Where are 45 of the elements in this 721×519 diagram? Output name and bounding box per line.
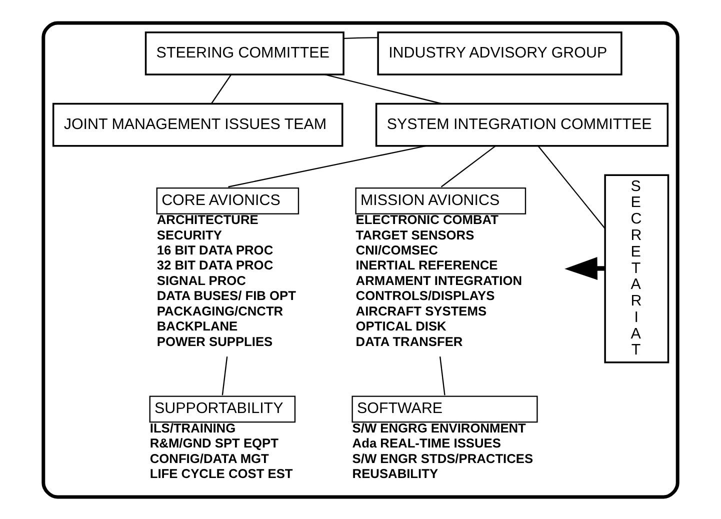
node-label: CNI/COMSEC <box>356 242 438 257</box>
node-label: POWER SUPPLIES <box>156 333 273 348</box>
node-box: INDUSTRY ADVISORY GROUP <box>377 31 622 75</box>
node-label: 32 BIT DATA PROC <box>156 257 274 272</box>
connector <box>228 144 426 187</box>
node-box: MISSION AVIONICS <box>355 186 526 214</box>
node-label: CONFIG/DATA MGT <box>150 450 269 466</box>
node-label: ILS/TRAINING <box>150 420 236 435</box>
node-label: INERTIAL REFERENCE <box>356 257 498 272</box>
node-label: OPTICAL DISK <box>356 318 446 334</box>
connector <box>324 74 442 104</box>
node-box: STEERING COMMITTEE <box>144 31 344 75</box>
connector <box>344 36 378 39</box>
node-label: LIFE CYCLE COST EST <box>150 466 293 480</box>
connector <box>440 144 496 187</box>
node-label: 16 BIT DATA PROC <box>156 242 274 257</box>
arrow <box>564 256 605 280</box>
node-label: S/W ENGR STDS/PRACTICES <box>352 450 534 466</box>
node-label: ARMAMENT INTEGRATION <box>356 272 522 288</box>
node-box: CORE AVIONICS <box>156 186 300 214</box>
node-box: JOINT MANAGEMENT ISSUES TEAM <box>52 102 344 146</box>
node-label: SIGNAL PROC <box>156 272 246 288</box>
node-box: SOFTWARE <box>352 395 538 422</box>
node-label: R&M/GND SPT EQPT <box>150 435 278 450</box>
connector <box>538 145 606 228</box>
connector <box>222 356 228 395</box>
connector <box>439 356 446 395</box>
node-box: SECRETARIAT <box>604 174 670 363</box>
node-label: DATA TRANSFER <box>356 333 463 348</box>
node-label: BACKPLANE <box>156 318 238 334</box>
node-box: SYSTEM INTEGRATION COMMITTEE <box>375 102 669 146</box>
node-label: AIRCRAFT SYSTEMS <box>356 302 487 318</box>
cluster <box>42 20 680 498</box>
node-label: DATA BUSES/ FIB OPT <box>156 288 296 303</box>
connector <box>211 74 232 104</box>
node-label: REUSABILITY <box>352 466 438 480</box>
node-box: SUPPORTABILITY <box>149 395 296 422</box>
node-label: S/W ENGRG ENVIRONMENT <box>352 420 526 435</box>
node-label: ARCHITECTURE <box>156 212 258 227</box>
node-label: PACKAGING/CNCTR <box>156 302 284 318</box>
node-label: TARGET SENSORS <box>356 226 474 242</box>
node-label: Ada REAL-TIME ISSUES <box>352 435 501 450</box>
node-label: CONTROLS/DISPLAYS <box>356 288 495 303</box>
node-label: SECURITY <box>156 226 222 242</box>
node-label: ELECTRONIC COMBAT <box>356 212 498 227</box>
